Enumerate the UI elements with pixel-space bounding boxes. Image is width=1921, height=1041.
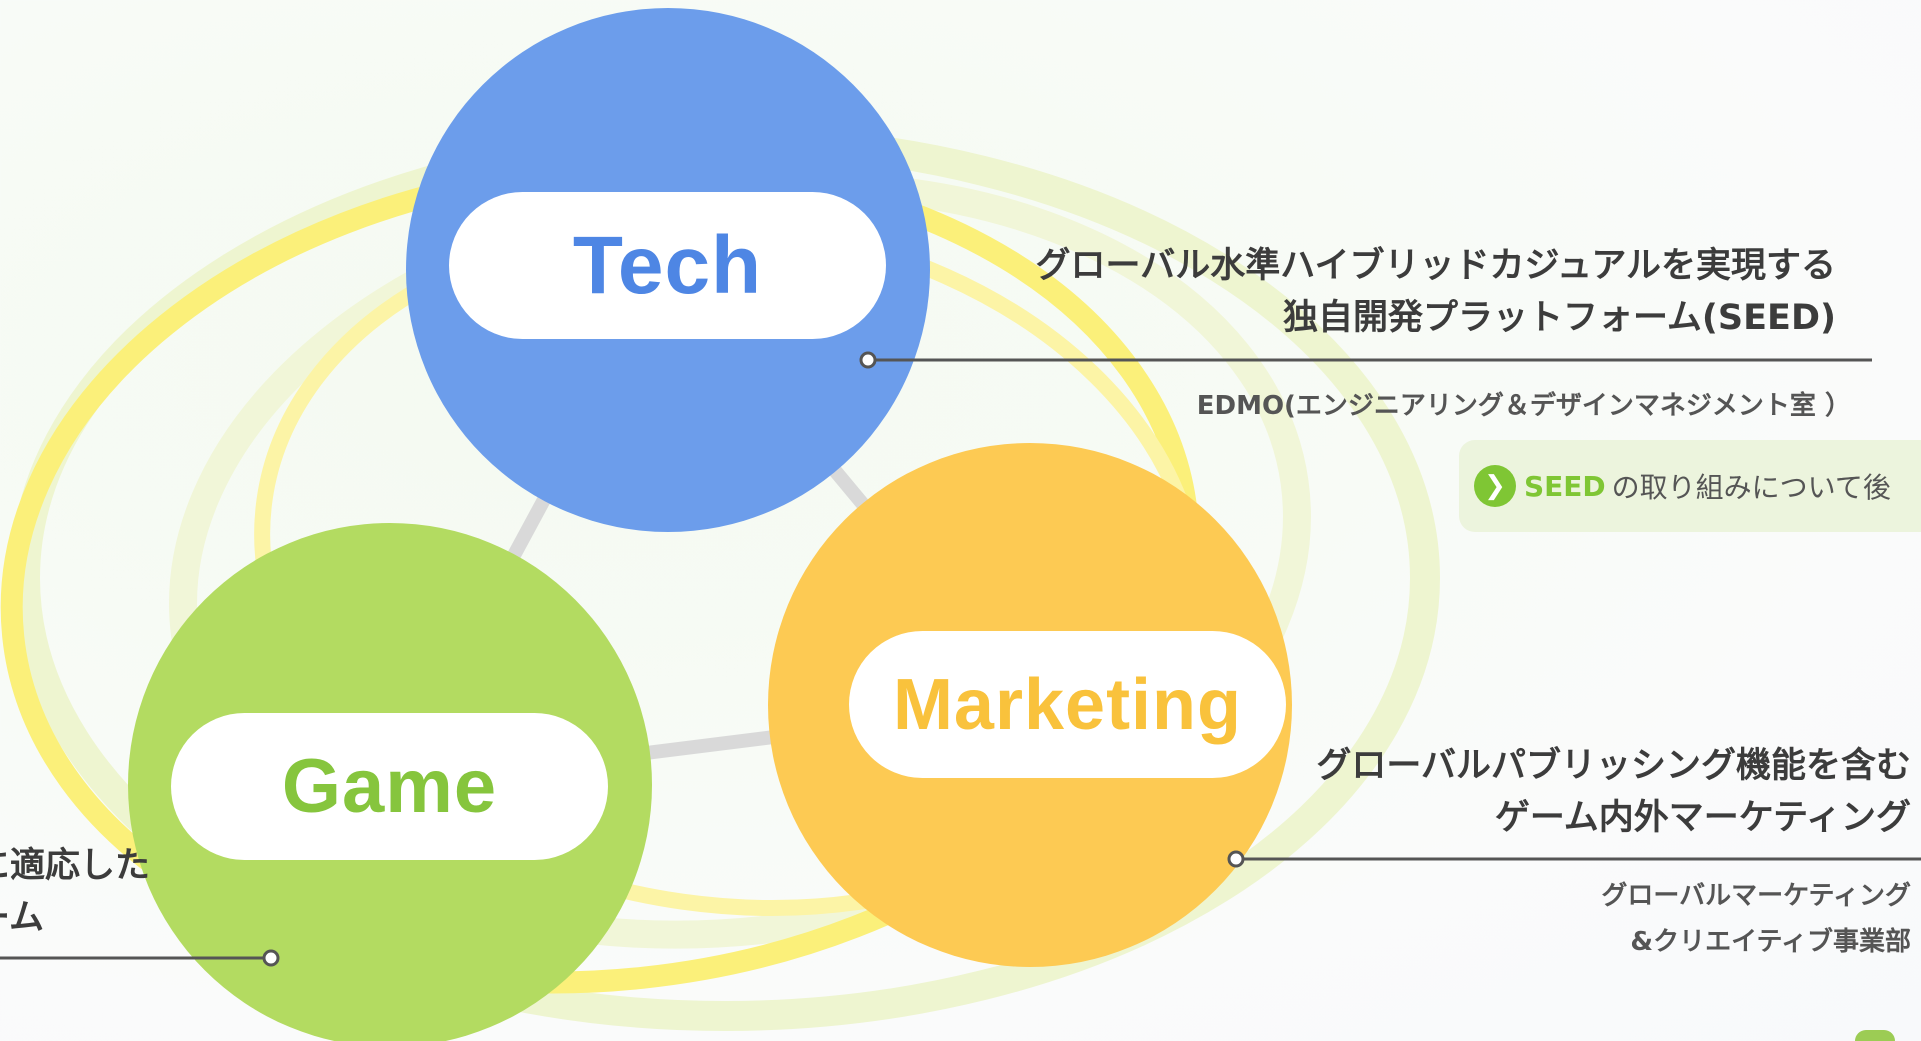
game-description-line: 営に適応した — [0, 846, 151, 886]
marketing-department: グローバルマーケティング &クリエイティブ事業部 — [1601, 873, 1911, 965]
game-leader-dot — [262, 949, 280, 967]
game-label: Game — [281, 744, 498, 829]
seed-keyword: SEED — [1524, 469, 1606, 503]
marketing-description: グローバルパブリッシング機能を含む ゲーム内外マーケティング — [1316, 740, 1911, 844]
game-description-line: ゲーム — [0, 898, 44, 938]
chevron-right-icon: ❯ — [1474, 465, 1516, 507]
tech-department: EDMO(エンジニアリング＆デザインマネジメント室 ） — [1196, 391, 1851, 421]
marketing-description-line: ゲーム内外マーケティング — [1494, 798, 1911, 838]
marketing-department-line: グローバルマーケティング — [1601, 881, 1911, 911]
marketing-description-line: グローバルパブリッシング機能を含む — [1316, 746, 1911, 786]
seed-link-text: の取り組みについて後 — [1611, 471, 1891, 504]
marketing-label-pill: Marketing — [849, 631, 1286, 778]
game-description: 営に適応した ゲーム — [0, 840, 150, 944]
marketing-leader-dot — [1227, 850, 1245, 868]
game-label-pill: Game — [171, 713, 608, 860]
tech-description: グローバル水準ハイブリッドカジュアルを実現する 独自開発プラットフォーム(SEE… — [1036, 240, 1836, 344]
tech-leader-dot — [859, 351, 877, 369]
marketing-department-line: &クリエイティブ事業部 — [1630, 927, 1911, 957]
tech-label-pill: Tech — [449, 192, 886, 339]
tech-description-line: グローバル水準ハイブリッドカジュアルを実現する — [1035, 246, 1836, 286]
tech-label: Tech — [572, 219, 763, 311]
tech-description-line: 独自開発プラットフォーム(SEED) — [1282, 298, 1836, 338]
seed-link-banner[interactable]: ❯ SEED の取り組みについて後 — [1459, 440, 1921, 532]
corner-decoration — [1855, 1030, 1895, 1041]
marketing-label: Marketing — [892, 664, 1243, 745]
